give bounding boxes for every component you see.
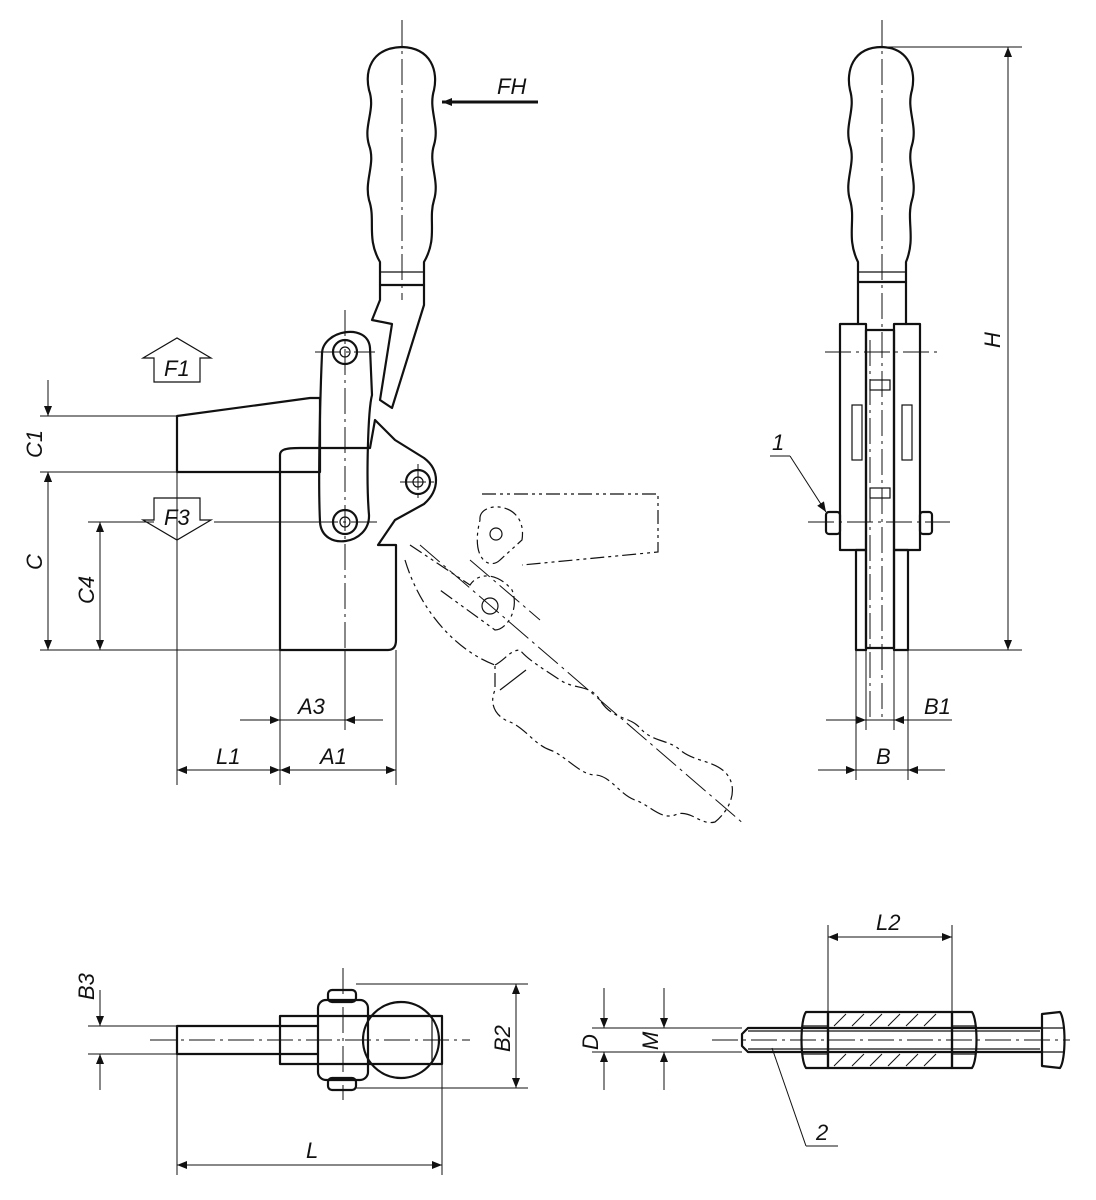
c-label: C [22,554,47,570]
open-position-phantom [404,493,746,826]
spindle-nut-right [950,1010,978,1070]
top-handle-knob [361,1000,441,1080]
top-body [278,1014,444,1066]
front-pin-bolt [824,510,842,536]
f1-arrow-icon [140,337,214,383]
b-label: B [876,744,891,769]
l2-label: L2 [876,910,900,935]
top-spindle-bar [175,1024,320,1056]
side-view: FH F1 F3 C1 C C4 A3 L1 [22,20,746,826]
front-view: H B1 B 1 [770,20,1022,780]
item-2-label: 2 [815,1120,828,1145]
side-handle-neck [370,283,426,410]
d-label: D [578,1034,603,1050]
f3-arrow-icon [140,497,214,541]
spindle-nut-left [800,1010,830,1070]
front-handle-grip [847,45,915,284]
spindle-thread [740,1026,1044,1054]
fh-label: FH [497,74,526,99]
l1-label: L1 [216,744,240,769]
item-2-leader [771,1047,807,1147]
side-handle-grip [366,45,437,287]
sleeve-hatching [833,1013,937,1067]
item-1-label: 1 [772,430,784,455]
side-base-body [278,418,438,652]
top-view: B3 B2 L [74,968,528,1175]
b2-label: B2 [490,1025,515,1052]
h-label: H [980,332,1005,348]
l-label: L [306,1138,318,1163]
front-right-plate [892,322,922,552]
m-label: M [638,1031,663,1050]
a3-label: A3 [296,694,326,719]
b3-label: B3 [74,972,99,1000]
c4-label: C4 [74,576,99,604]
spindle-hex-head [1040,1010,1066,1070]
spindle-detail: D M L2 2 [578,910,1070,1147]
a1-label: A1 [318,744,347,769]
c1-label: C1 [22,430,47,458]
b1-label: B1 [924,694,951,719]
f1-label: F1 [164,356,190,381]
side-clamping-arm [175,396,322,474]
